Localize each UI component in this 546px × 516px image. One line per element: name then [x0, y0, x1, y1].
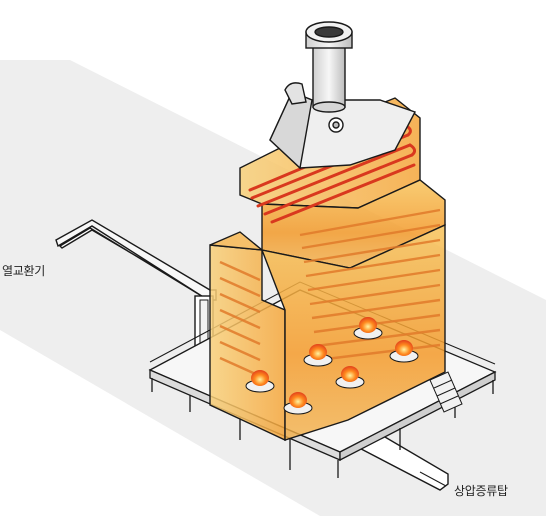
burner [353, 317, 383, 340]
stairs [429, 371, 463, 413]
stack-hood [269, 82, 417, 170]
heat-exchanger-label: 열교환기 [2, 264, 45, 278]
burner [303, 344, 333, 367]
burners [245, 317, 419, 415]
burner [335, 366, 365, 389]
leader-lines [419, 471, 447, 487]
radiant-tubes [219, 208, 441, 378]
ground-plane [0, 60, 546, 516]
burner [389, 340, 419, 363]
burner [245, 370, 275, 393]
burner [283, 392, 313, 415]
stack [305, 21, 353, 113]
atmospheric-column-label: 상압증류탑 [454, 484, 508, 498]
